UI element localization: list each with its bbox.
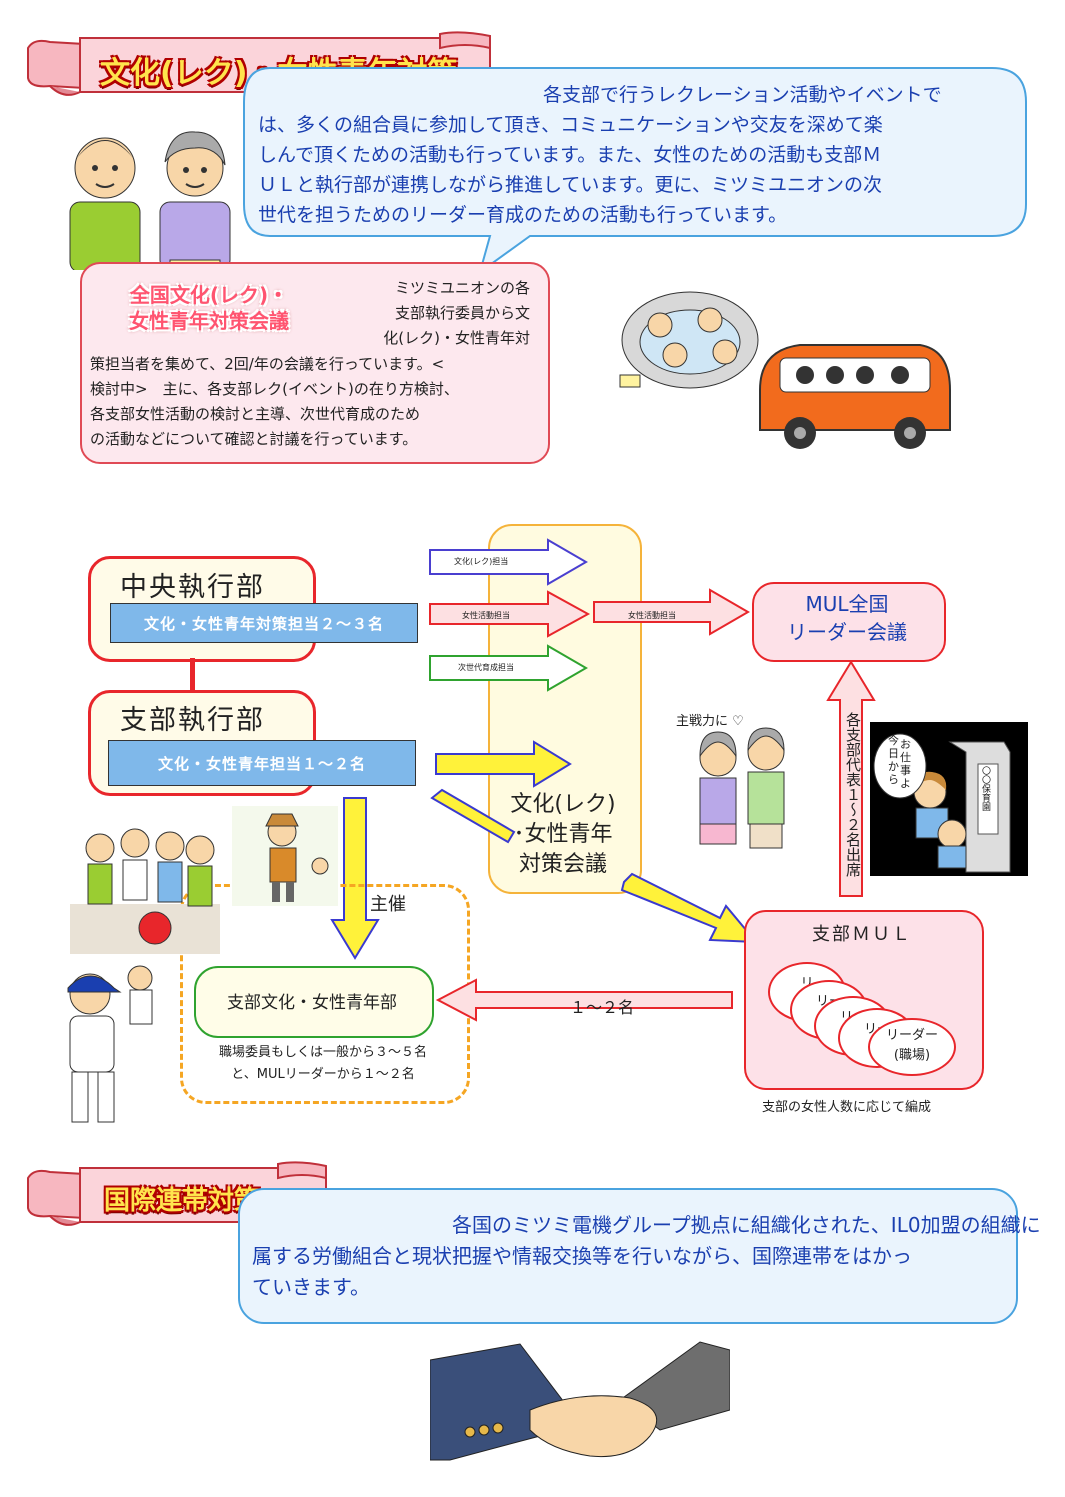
bowling-illustration	[70, 828, 220, 954]
elderly-caption: 主戦力に ♡	[676, 714, 744, 729]
speech-work: お仕事よ	[900, 738, 911, 790]
women-arrow-to-national	[593, 588, 750, 636]
nursery-drawing	[873, 733, 1011, 873]
branch-dept-box	[194, 966, 434, 1038]
meeting-bubble	[80, 262, 550, 464]
meeting-title: 全国文化(レク)・ 女性青年対策会議	[129, 283, 289, 333]
diagonal-arrow-1	[430, 788, 516, 844]
conference-label: 文化(レク) ･女性青年 対策会議	[510, 792, 616, 877]
speech-today: 今日から	[888, 734, 899, 786]
central-exec-title: 中央執行部	[120, 572, 265, 603]
bus-illustration	[759, 344, 951, 449]
arrow-label-nextgen: 次世代育成担当	[458, 663, 514, 672]
nursery-sign: 〇〇保育園	[980, 766, 990, 811]
meeting-text-bottom: 策担当者を集めて、2回/年の会議を行っています。< 検討中> 主に、各支部レク(…	[90, 355, 459, 448]
leader-ellipse-full: リーダー (職場)	[868, 1018, 956, 1076]
delegate-arrow	[826, 660, 876, 897]
mul-national-box	[752, 582, 946, 662]
connector-line	[190, 658, 195, 692]
one-two-label: １～２名	[570, 998, 635, 1017]
section2-title: 国際連帯対策	[104, 1186, 261, 1216]
hiking-illustration	[232, 806, 338, 906]
central-exec-bar: 文化・女性青年対策担当２～３名	[110, 603, 418, 643]
branch-dept-members: 職場委員もしくは一般から３～５名 と、MULリーダーから１～２名	[218, 1045, 427, 1082]
intl-text: 各国のミツミ電機グループ拠点に組織化された、IL0加盟の組織に 属する労働組合と…	[252, 1213, 1041, 1299]
handshake-illustration	[430, 1341, 730, 1461]
conference-to-mul-arrow	[620, 872, 759, 944]
intro-bubble	[243, 67, 1027, 275]
arrow-label-women-2: 女性活動担当	[628, 611, 676, 620]
host-label: 主催	[370, 894, 406, 915]
delegate-label: 各支部代表１～２名出席	[844, 712, 862, 877]
meeting-text-top: ミツミユニオンの各 支部執行委員から文 化(レク)・女性青年対	[383, 279, 530, 347]
people-illustration	[69, 131, 231, 270]
branch-exec-title: 支部執行部	[120, 705, 265, 736]
role-arrows	[429, 538, 591, 692]
mul-national-label: MUL全国 リーダー会議	[787, 592, 907, 644]
branch-to-conference-arrow	[435, 740, 572, 788]
down-arrow	[330, 797, 380, 960]
arrow-label-culture: 文化(レク)担当	[454, 557, 509, 566]
hot-spring-illustration	[619, 291, 759, 389]
mul-to-dept-arrow	[436, 978, 733, 1022]
intl-bubble	[238, 1188, 1018, 1324]
branch-dept-label: 支部文化・女性青年部	[227, 993, 397, 1013]
leader-note: 支部の女性人数に応じて編成	[762, 1100, 932, 1115]
intro-text: 各支部で行うレクレーション活動やイベントで は、多くの組合員に参加して頂き、コミ…	[258, 84, 942, 226]
branch-exec-bar: 文化・女性青年担当１～２名	[108, 740, 416, 786]
branch-mul-label: 支部ＭＵＬ	[812, 924, 912, 945]
baseball-illustration	[67, 965, 153, 1123]
elderly-illustration	[699, 727, 785, 849]
arrow-label-women: 女性活動担当	[462, 611, 510, 620]
